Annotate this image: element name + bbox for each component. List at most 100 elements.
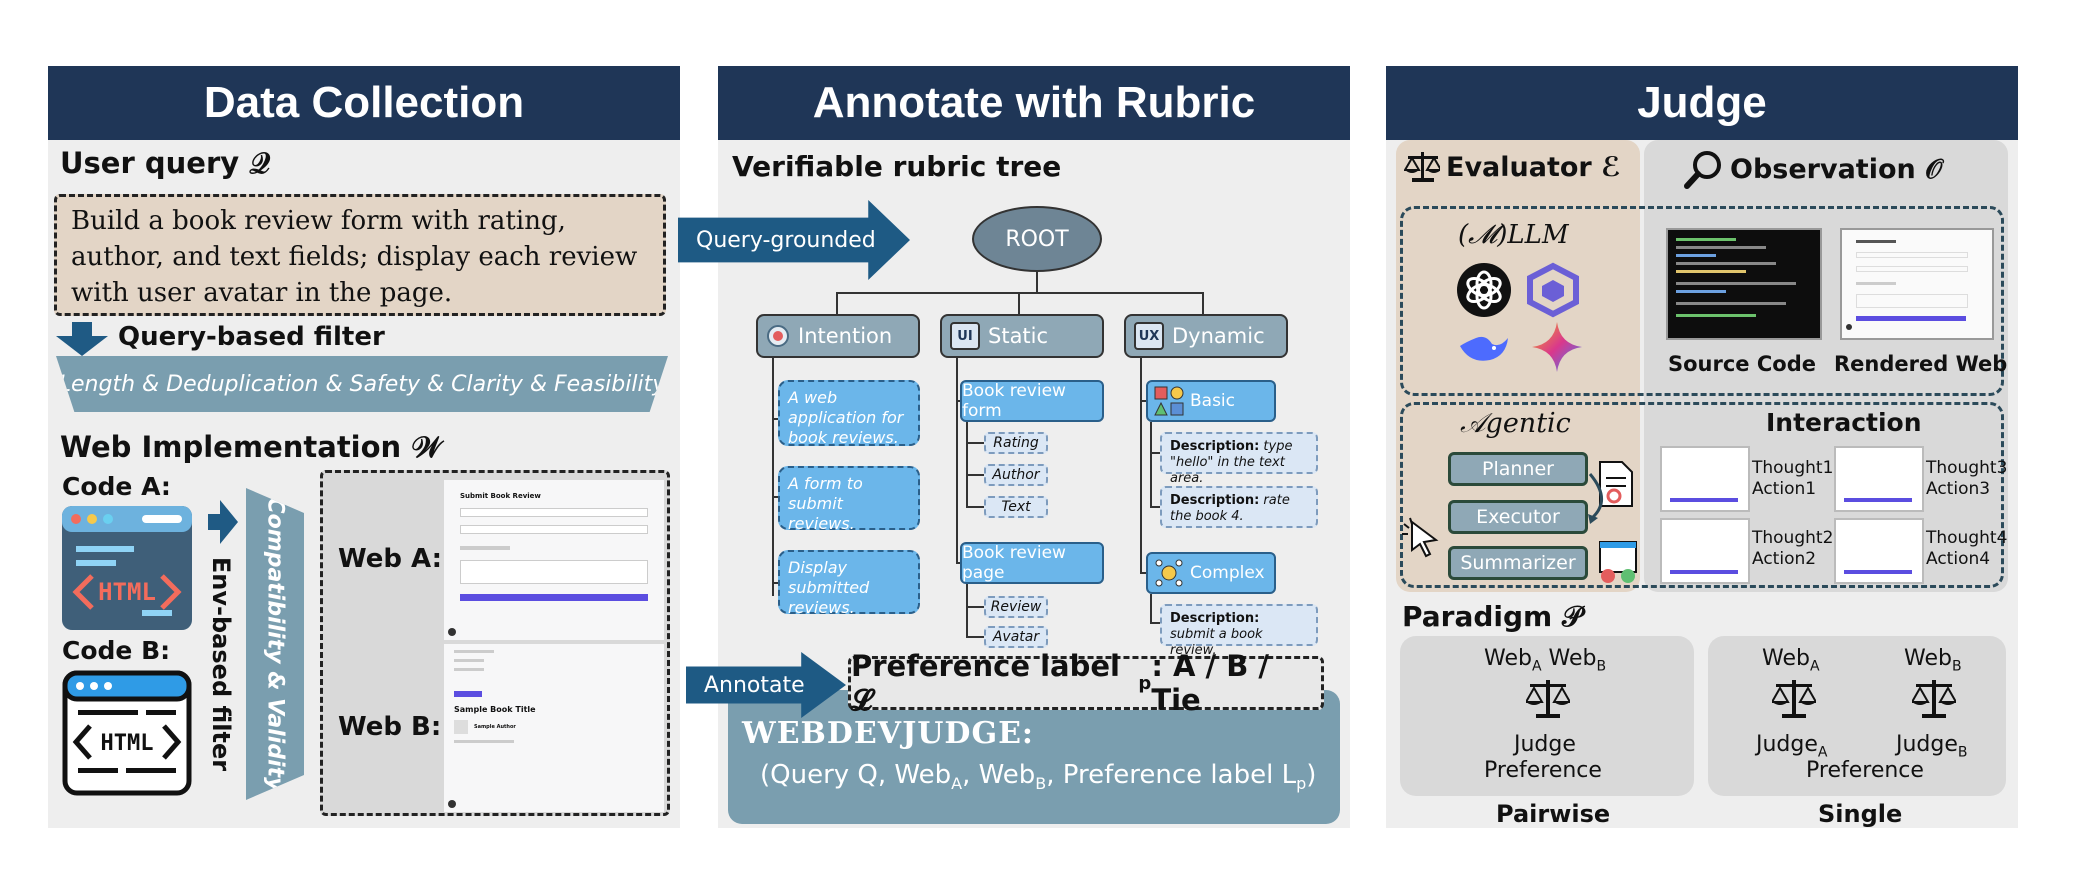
- magnifier-icon: [1684, 150, 1724, 190]
- filter-criteria-text: Length & Deduplication & Safety & Clarit…: [58, 371, 666, 397]
- tree-connector: [772, 358, 774, 596]
- web-a-form-title: Submit Book Review: [460, 492, 541, 500]
- tree-connector: [966, 606, 984, 608]
- flow-arrow-icon: [1588, 470, 1618, 554]
- annotate-title: Annotate with Rubric: [718, 66, 1350, 140]
- tree-connector: [1202, 292, 1204, 314]
- web-a-label: Web A:: [338, 544, 443, 574]
- evaluator-label: Evaluator ℰ: [1404, 150, 1621, 184]
- tree-connector: [836, 292, 1204, 294]
- tree-connector: [1036, 272, 1038, 292]
- user-query-label: User query 𝒬: [60, 146, 271, 180]
- webdevjudge-tuple: (Query Q, WebA, WebB, Preference label L…: [760, 760, 1317, 794]
- tree-connector: [956, 358, 958, 564]
- rubric-tree-label: Verifiable rubric tree: [732, 150, 1062, 183]
- tree-connector: [1150, 622, 1160, 624]
- tree-connector: [1140, 358, 1142, 574]
- qwen-logo-icon: [1526, 262, 1580, 322]
- webdevjudge-box: [728, 690, 1340, 824]
- source-code-screenshot: [1666, 228, 1822, 340]
- mllm-group: [1400, 206, 2004, 396]
- svg-text:HTML: HTML: [98, 578, 156, 606]
- interaction-thumbnail: [1834, 518, 1924, 584]
- basic-description: Description: rate the book 4.: [1160, 486, 1318, 528]
- book-review-page-node: Book review page: [960, 542, 1104, 584]
- single-judge-b: JudgeB: [1896, 732, 1968, 761]
- single-web-a: WebA: [1762, 646, 1820, 675]
- rendered-web-screenshot: [1840, 228, 1994, 340]
- tree-connector: [1150, 452, 1160, 454]
- web-b-author: Sample Author: [474, 724, 516, 730]
- env-filter-label: Env-based filter: [207, 556, 236, 772]
- ui-icon: UI: [950, 322, 980, 350]
- user-query-box: Build a book review form with rating, au…: [54, 194, 666, 316]
- single-scale-a-icon: [1770, 678, 1818, 724]
- single-scale-b-icon: [1910, 678, 1958, 724]
- web-a-screenshot: Submit Book Review: [444, 480, 664, 640]
- mllm-label: (𝓜)LLM: [1458, 220, 1569, 250]
- judge-title: Judge: [1386, 66, 2018, 140]
- executor-box: Executor: [1448, 500, 1588, 534]
- query-filter-label: Query-based filter: [118, 322, 385, 352]
- dynamic-node: UX Dynamic: [1124, 314, 1288, 358]
- basic-node: Basic: [1146, 380, 1276, 422]
- single-card: [1708, 636, 2006, 796]
- data-collection-title: Data Collection: [48, 66, 680, 140]
- shapes-icon: [1154, 386, 1184, 416]
- deepseek-logo-icon: [1456, 328, 1512, 372]
- tree-connector: [836, 292, 838, 314]
- network-icon: [1154, 558, 1184, 588]
- interaction-thumbnail: [1660, 518, 1750, 584]
- intention-leaf: A web application for book reviews.: [778, 380, 920, 447]
- tree-connector: [966, 506, 984, 508]
- user-query-text: Build a book review form with rating, au…: [71, 206, 638, 308]
- intention-leaf: Display submitted reviews.: [778, 550, 920, 617]
- tree-connector: [1140, 400, 1146, 402]
- book-review-form-node: Book review form: [960, 380, 1104, 422]
- interaction-thumbnail: [1834, 446, 1924, 512]
- tree-connector: [1150, 422, 1152, 508]
- rubric-item: Rating: [984, 432, 1048, 454]
- web-b-label: Web B:: [338, 712, 442, 742]
- webdevjudge-title: WEBDEVJUDGE:: [742, 716, 1035, 751]
- code-a-label: Code A:: [62, 472, 171, 501]
- source-code-label: Source Code: [1668, 352, 1816, 376]
- tree-connector: [956, 400, 962, 402]
- root-node: ROOT: [972, 206, 1102, 272]
- target-icon: [766, 324, 790, 348]
- tree-connector: [956, 562, 962, 564]
- intention-node: Intention: [756, 314, 920, 358]
- tree-connector: [1150, 506, 1160, 508]
- pairwise-webs: WebA WebB: [1484, 646, 1607, 675]
- observation-label: Observation 𝒪: [1684, 150, 1942, 190]
- tree-connector: [966, 442, 984, 444]
- tree-connector: [966, 422, 968, 508]
- tree-connector: [966, 474, 984, 476]
- rubric-item: Review: [984, 596, 1048, 618]
- gemini-logo-icon: [1530, 320, 1584, 378]
- html-code-b-icon: HTML: [62, 670, 192, 800]
- tree-connector: [1150, 594, 1152, 624]
- scale-icon: [1404, 150, 1440, 184]
- tree-connector: [966, 636, 984, 638]
- interaction-thumbnail: [1660, 446, 1750, 512]
- svg-text:HTML: HTML: [101, 731, 154, 756]
- single-judge-a: JudgeA: [1756, 732, 1828, 761]
- pairwise-label: Pairwise: [1496, 800, 1611, 828]
- tree-connector: [966, 584, 968, 638]
- static-node: UI Static: [940, 314, 1104, 358]
- rubric-item: Text: [984, 496, 1048, 518]
- summarizer-box: Summarizer: [1448, 546, 1588, 580]
- cursor-icon: [1400, 516, 1442, 562]
- web-b-book-title: Sample Book Title: [454, 705, 536, 714]
- complex-description: Description: submit a book review.: [1160, 604, 1318, 658]
- agentic-label: 𝒜gentic: [1460, 408, 1571, 439]
- html-code-a-icon: HTML: [62, 506, 192, 634]
- rendered-web-label: Rendered Web: [1834, 352, 2008, 376]
- pairwise-judge-text: Judge: [1514, 732, 1576, 757]
